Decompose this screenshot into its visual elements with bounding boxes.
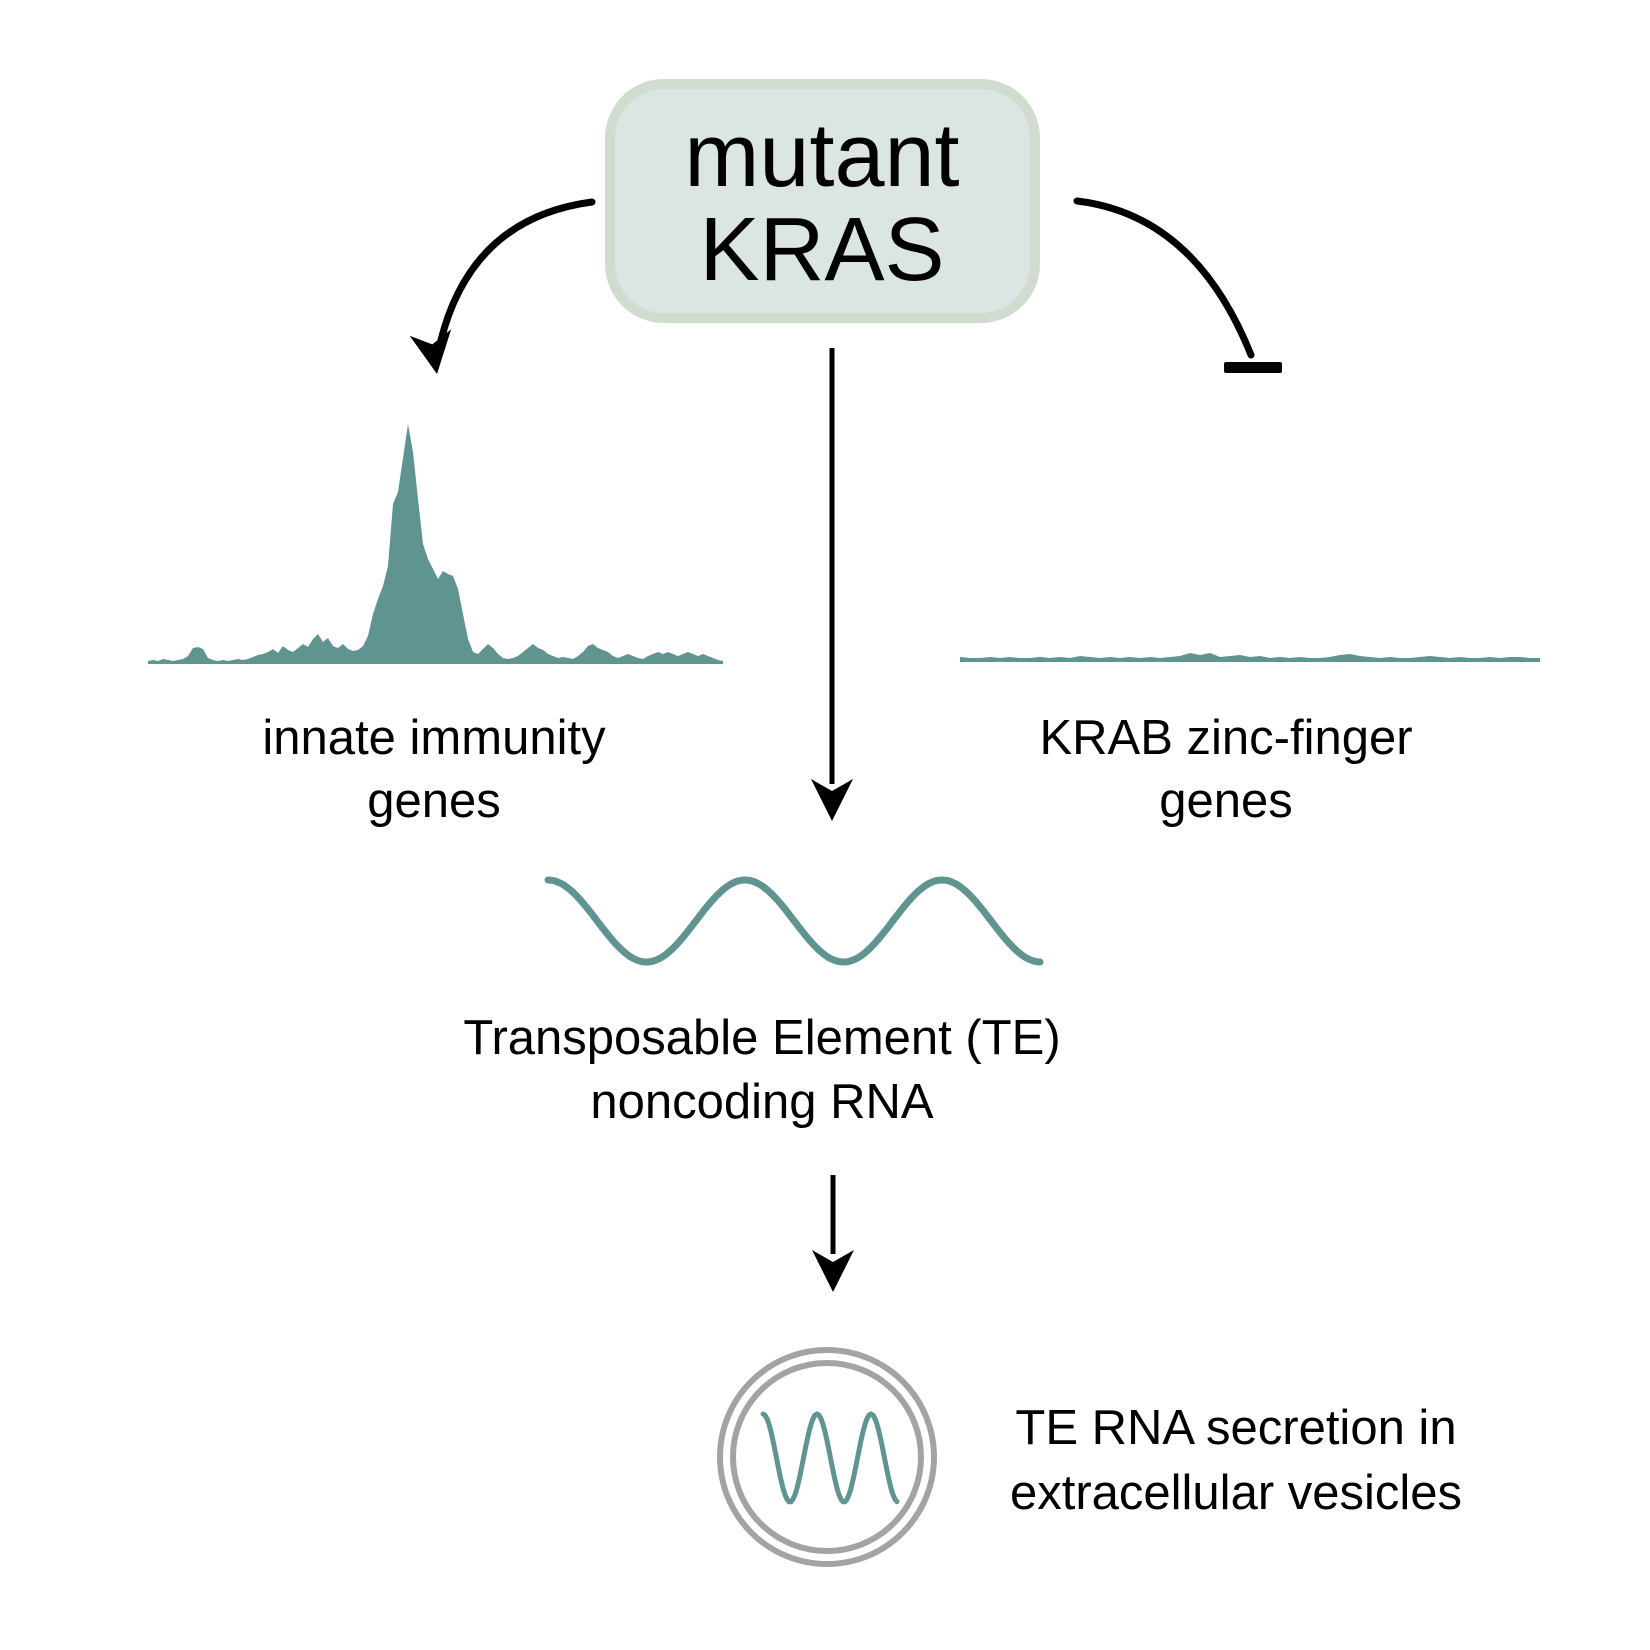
- down-arrow-center: [811, 348, 853, 821]
- te-rna-label-line1: Transposable Element (TE): [463, 1011, 1060, 1065]
- vesicle-secretion-label-line1: TE RNA secretion in: [1015, 1401, 1456, 1455]
- inhibition-arrow-right-curve: [1073, 197, 1255, 359]
- down-arrow-lower-head-icon: [812, 1250, 854, 1292]
- activation-arrow-left-curve: [437, 198, 596, 344]
- mutant-kras-label-line1: mutant: [684, 106, 959, 206]
- te-rna-wave: [544, 876, 1044, 966]
- te-rna-label: Transposable Element (TE) noncoding RNA: [463, 1011, 1060, 1129]
- krab-zinc-finger-label-line1: KRAB zinc-finger: [1039, 711, 1412, 765]
- mutant-kras-box: [605, 79, 1040, 323]
- vesicle-rna-wave: [760, 1411, 900, 1505]
- vesicle-secretion-label-line2: extracellular vesicles: [1010, 1466, 1462, 1520]
- innate-immunity-label-line1: innate immunity: [262, 711, 606, 765]
- inhibition-bar-icon: [1224, 362, 1282, 373]
- activation-arrow-left-head-icon: [409, 329, 452, 374]
- inhibition-arrow-right: [1073, 197, 1282, 373]
- innate-immunity-label-line2: genes: [367, 774, 501, 828]
- krab-zinc-finger-label-line2: genes: [1159, 774, 1293, 828]
- activation-arrow-left: [409, 198, 596, 374]
- vesicle-secretion-label: TE RNA secretion in extracellular vesicl…: [1010, 1401, 1462, 1520]
- innate-immunity-label: innate immunity genes: [262, 711, 606, 828]
- down-arrow-lower: [812, 1175, 854, 1292]
- down-arrow-center-head-icon: [811, 779, 853, 821]
- krab-zinc-finger-label: KRAB zinc-finger genes: [1039, 711, 1412, 828]
- vesicle-inner-membrane-icon: [730, 1360, 924, 1554]
- krab-zinc-finger-coverage-track: [960, 653, 1540, 662]
- mutant-kras-label-line2: KRAS: [699, 200, 944, 300]
- vesicle-outer-membrane-icon: [717, 1347, 937, 1567]
- extracellular-vesicle-icon: [717, 1347, 937, 1567]
- te-rna-label-line2: noncoding RNA: [590, 1075, 934, 1129]
- mutant-kras-node: mutant KRAS: [605, 79, 1040, 323]
- innate-immunity-coverage-track: [148, 424, 723, 664]
